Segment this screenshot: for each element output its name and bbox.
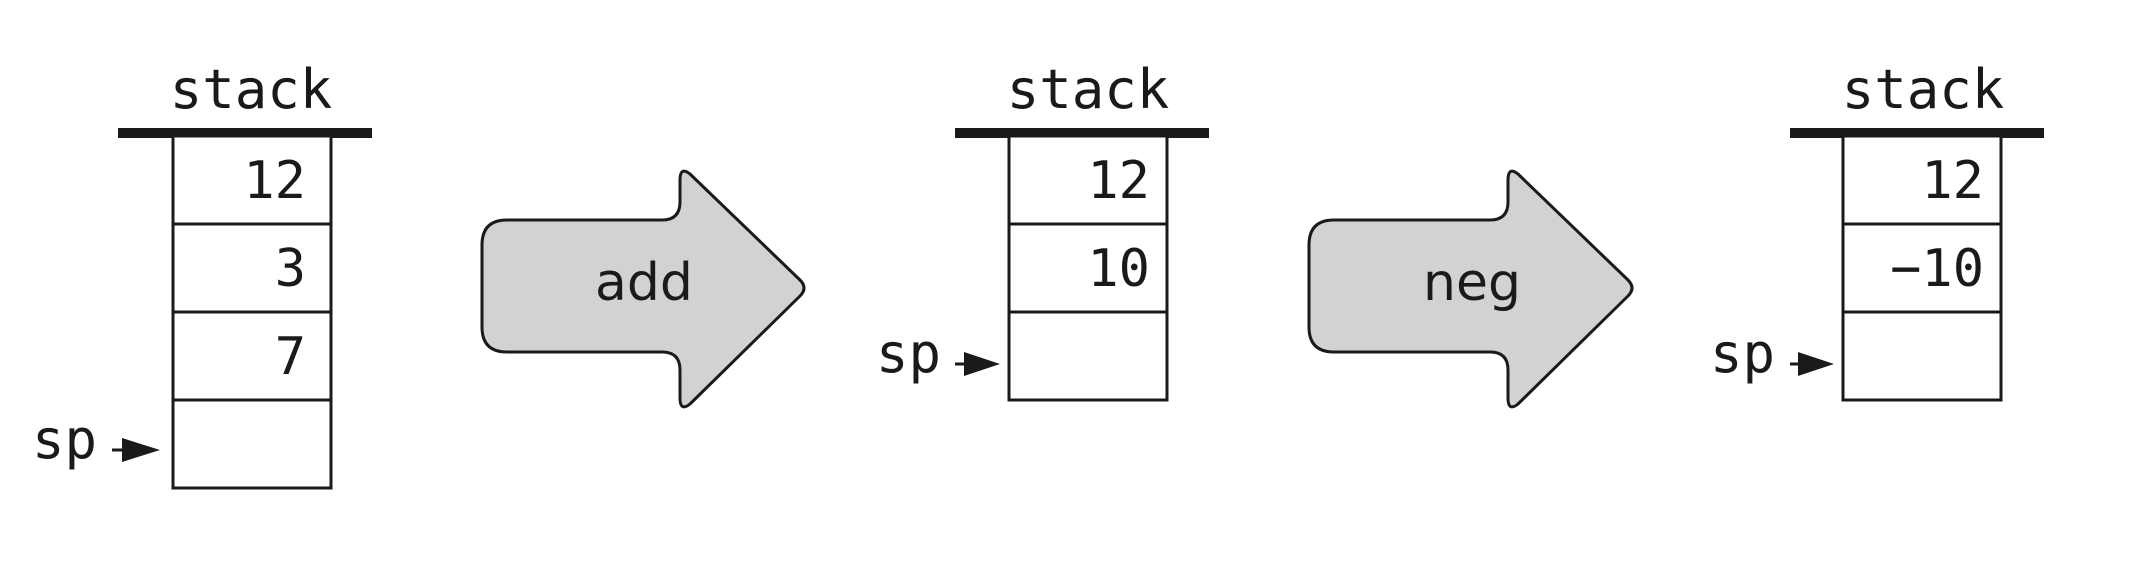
right-arrow-icon — [1307, 169, 1634, 409]
stack-after-add: stack 12 10 sp — [876, 58, 1209, 402]
stack-cell — [171, 310, 333, 402]
stack-header: stack — [1842, 58, 2005, 121]
stack-cell-value: −10 — [1890, 239, 1984, 299]
stack-pointer: sp — [1710, 322, 1834, 385]
right-arrow-icon — [480, 169, 806, 409]
stack-pointer: sp — [32, 408, 160, 471]
stack-after-neg: stack 12 −10 sp — [1710, 58, 2044, 402]
stack-cell-value: 10 — [1087, 239, 1150, 299]
stack-cell — [1841, 310, 2003, 402]
stack-cell-value: 12 — [243, 151, 306, 211]
operation-neg: neg — [1307, 169, 1634, 409]
sp-arrow-head-icon — [1798, 352, 1834, 376]
sp-arrow-head-icon — [964, 352, 1000, 376]
stack-initial: stack 12 3 7 sp — [32, 58, 372, 490]
stack-cell — [1007, 310, 1169, 402]
operation-label: neg — [1423, 253, 1521, 313]
stack-cell-value: 7 — [275, 327, 306, 387]
stack-cell — [171, 398, 333, 490]
stack-top-bar — [955, 128, 1209, 138]
sp-arrow-head-icon — [122, 438, 160, 462]
stack-header: stack — [1007, 58, 1170, 121]
operation-label: add — [595, 253, 693, 313]
stack-cell-value: 3 — [275, 239, 306, 299]
stack-cell — [171, 222, 333, 314]
operation-add: add — [480, 169, 806, 409]
stack-top-bar — [118, 128, 372, 138]
stack-cell — [1841, 222, 2003, 314]
sp-label: sp — [32, 408, 97, 471]
sp-label: sp — [876, 322, 941, 385]
stack-cell — [1007, 222, 1169, 314]
stack-cell-value: 12 — [1921, 151, 1984, 211]
sp-label: sp — [1710, 322, 1775, 385]
stack-top-bar — [1790, 128, 2044, 138]
stack-cell — [1841, 134, 2003, 226]
stack-header: stack — [170, 58, 333, 121]
stack-pointer: sp — [876, 322, 1000, 385]
stack-cell-value: 12 — [1087, 151, 1150, 211]
